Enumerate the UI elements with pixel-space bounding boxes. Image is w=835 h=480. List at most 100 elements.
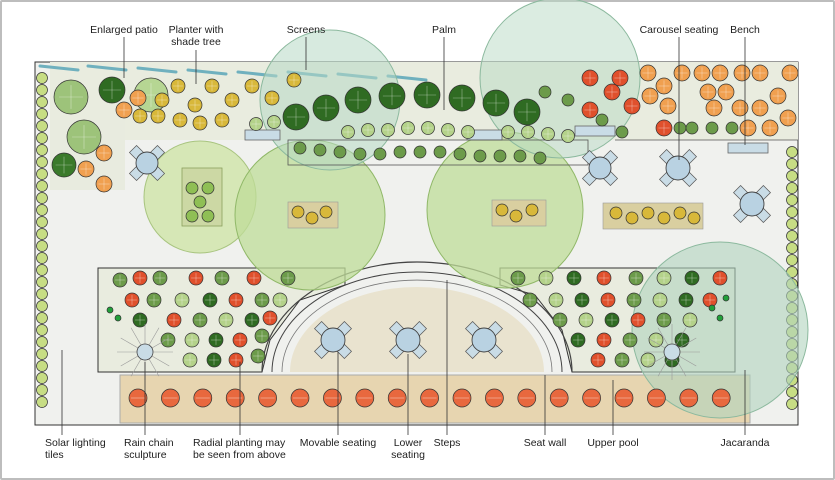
label-planter-with-shade-tree: Planter with shade tree [168,24,224,48]
solar-tile [786,242,798,254]
mid-plant [615,125,629,139]
solar-tile [786,254,798,266]
solar-tile [786,158,798,170]
planter-plant [185,209,199,223]
solar-tile [786,398,798,410]
sculpture-core [136,343,154,361]
solar-tile [36,144,48,156]
label-radial-planting: Radial planting may be seen from above [193,437,286,461]
mid-plant [313,143,327,157]
strip-plant [609,206,623,220]
solar-tile [786,206,798,218]
solar-tile [786,194,798,206]
small-plant [722,294,730,302]
mid-plant [673,121,687,135]
solar-tile [36,300,48,312]
mid-plant [433,145,447,159]
strip-plant [291,205,305,219]
screen-panel [38,64,80,72]
solar-tile [36,240,48,252]
mid-plant [538,85,552,99]
label-lower-seating: Lower seating [391,437,425,461]
mid-plant [493,149,507,163]
mid-plant [595,113,609,127]
strip-plant [305,211,319,225]
solar-tile [36,156,48,168]
solar-tile [36,312,48,324]
solar-tile [36,276,48,288]
label-solar-lighting-tiles: Solar lighting tiles [45,437,106,461]
screen-panel [136,66,178,74]
strip-plant [319,205,333,219]
mid-plant [473,149,487,163]
solar-tile [786,230,798,242]
table [471,327,497,353]
steps-arc-3 [281,279,553,373]
table [665,155,691,181]
solar-tile [36,96,48,108]
label-enlarged-patio: Enlarged patio [90,24,158,36]
strip-plant [495,203,509,217]
mid-plant [725,121,739,135]
planter-plant [193,195,207,209]
leader-lines [61,37,746,435]
solar-tile [36,360,48,372]
solar-tile [786,218,798,230]
mid-plant [413,145,427,159]
solar-tile [36,372,48,384]
mid-plant [373,147,387,161]
small-plant [708,304,716,312]
strip-plant [657,211,671,225]
jacaranda-canopy [631,241,809,419]
plants [51,64,799,368]
table-with-chairs [314,321,352,359]
solar-tile [36,84,48,96]
table-with-chairs [733,185,771,223]
solar-lighting-tiles-left [36,72,48,408]
sculpture-core [663,343,681,361]
label-seat-wall: Seat wall [523,437,567,449]
mid-plant [705,121,719,135]
solar-tile [36,72,48,84]
strip-plant [641,206,655,220]
solar-tile [36,252,48,264]
strip-plant [509,209,523,223]
rain-chain-sculptures [117,324,700,380]
table-with-chairs [659,149,697,187]
label-palm: Palm [432,24,456,36]
label-carousel-seating: Carousel seating [639,24,719,36]
solar-tile [36,384,48,396]
mid-plant [561,93,575,107]
screen-panel [186,68,228,76]
planter-plant [201,209,215,223]
solar-tile [36,192,48,204]
pool-fountains [128,388,731,408]
label-bench: Bench [730,24,760,36]
planter-plant [201,181,215,195]
label-rain-chain-sculpture: Rain chain sculpture [124,437,174,461]
label-screens: Screens [286,24,326,36]
tables [128,144,771,359]
table [135,151,159,175]
table [320,327,346,353]
table-with-chairs [128,144,166,182]
mid-plant [293,141,307,155]
strip-plant [687,211,701,225]
label-upper-pool: Upper pool [587,437,639,449]
bench-top-right [727,142,769,154]
label-steps: Steps [433,437,461,449]
solar-tile [36,120,48,132]
solar-tile [36,288,48,300]
screen-panel [86,64,128,72]
table [739,191,765,217]
strip-plant [673,206,687,220]
table-with-chairs [581,149,619,187]
solar-tile [786,146,798,158]
label-jacaranda: Jacaranda [720,437,770,449]
solar-tile [786,170,798,182]
mid-plant [513,149,527,163]
solar-tile [36,204,48,216]
